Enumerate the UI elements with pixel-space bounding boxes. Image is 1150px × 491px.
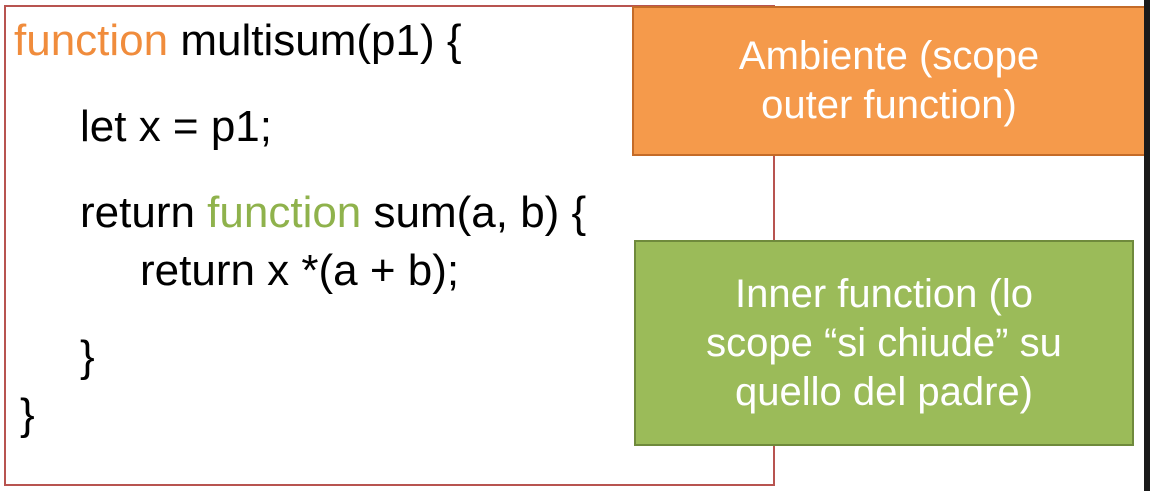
code-line-6: } — [20, 388, 35, 442]
function-signature: multisum(p1) { — [168, 16, 462, 65]
inner-closing-brace: } — [80, 332, 95, 381]
code-line-3: return function sum(a, b) { — [80, 186, 586, 240]
code-line-4: return x *(a + b); — [140, 244, 459, 298]
inner-note-line-2: scope “si chiude” su — [706, 320, 1062, 365]
function-keyword: function — [14, 16, 169, 65]
return-statement: return x *(a + b); — [140, 246, 460, 295]
inner-note-line-1: Inner function (lo — [735, 271, 1033, 316]
inner-function-signature: sum(a, b) { — [361, 188, 587, 237]
inner-note-line-3: quello del padre) — [734, 369, 1033, 414]
outer-note-line-2: outer function) — [761, 83, 1017, 127]
inner-function-note: Inner function (lo scope “si chiude” su … — [634, 240, 1134, 446]
code-line-1: function multisum(p1) { — [14, 14, 462, 68]
outer-note-line-1: Ambiente (scope — [738, 34, 1040, 78]
outer-scope-note: Ambiente (scope outer function) — [632, 6, 1146, 156]
code-line-5: } — [80, 330, 95, 384]
outer-closing-brace: } — [20, 390, 35, 439]
slide-edge-divider — [1144, 0, 1150, 491]
variable-declaration: let x = p1; — [80, 102, 273, 151]
code-line-2: let x = p1; — [80, 100, 272, 154]
inner-function-keyword: function — [207, 188, 362, 237]
return-keyword: return — [80, 188, 208, 237]
